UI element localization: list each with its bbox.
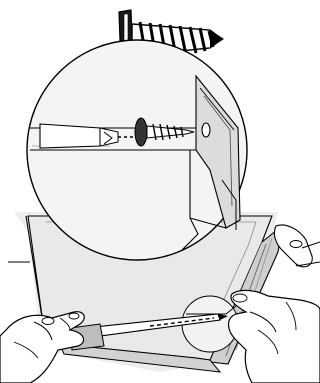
right-hand-icon: [229, 290, 320, 383]
detail-magnifier: [27, 40, 247, 260]
right-fingers-icon: [274, 225, 320, 267]
left-hand-icon: [0, 312, 84, 383]
